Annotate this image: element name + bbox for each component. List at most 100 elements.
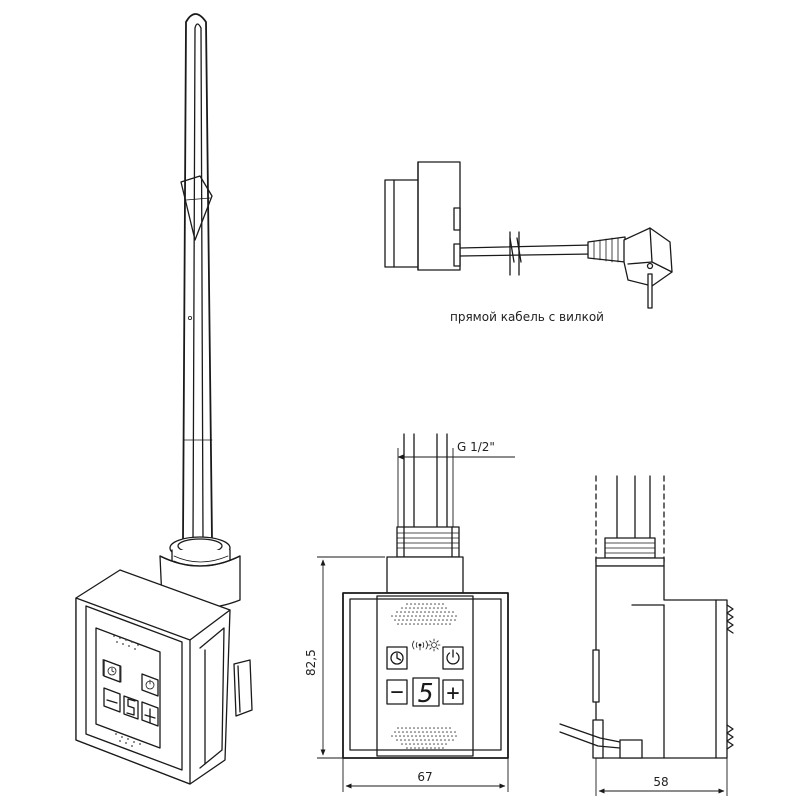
grille-dot [428, 611, 430, 613]
grille-dot [426, 747, 428, 749]
grille-dot [445, 727, 447, 729]
grille-dot [412, 739, 414, 741]
grille-dot [416, 739, 418, 741]
grille-dot [394, 731, 396, 733]
height-label: 82,5 [304, 649, 318, 676]
side-rod [595, 475, 665, 566]
grille-dot [436, 611, 438, 613]
grille-dot [445, 607, 447, 609]
grille-dot [401, 727, 403, 729]
grille-dot [450, 731, 452, 733]
grille-dot [445, 743, 447, 745]
grille-dot [400, 739, 402, 741]
grille-dot [422, 747, 424, 749]
grille-dot [440, 739, 442, 741]
grille-dot [446, 619, 448, 621]
clock-button[interactable] [386, 646, 408, 670]
plus-label: + [446, 681, 459, 706]
grille-dot [397, 727, 399, 729]
grille-dot [448, 739, 450, 741]
iso-minus-button [103, 687, 121, 713]
minus-button[interactable] [386, 679, 408, 705]
grille-dot [421, 607, 423, 609]
grille-dot [422, 603, 424, 605]
grille-dot [415, 615, 417, 617]
grille-dot [452, 739, 454, 741]
front-neck [386, 556, 464, 594]
speaker-grille-top [391, 603, 457, 625]
grille-dot [439, 735, 441, 737]
cable-view: прямой кабель с вилкой [384, 161, 673, 324]
grille-dot [409, 607, 411, 609]
digit-value: 5 [418, 679, 434, 709]
iso-plus-button [141, 701, 159, 727]
power-button[interactable] [442, 646, 464, 670]
grille-dot [438, 603, 440, 605]
grille-dot [413, 743, 415, 745]
grille-dot [435, 735, 437, 737]
power-icon [446, 649, 460, 665]
grille-dot [446, 731, 448, 733]
width-dimension: 67 [342, 758, 509, 792]
grille-dot [445, 623, 447, 625]
grille-dot [429, 607, 431, 609]
iso-speaker-grille-bottom [115, 733, 141, 747]
grille-dot [418, 603, 420, 605]
grille-dot [454, 619, 456, 621]
grille-dot [454, 731, 456, 733]
grille-dot [438, 731, 440, 733]
grille-dot [405, 743, 407, 745]
grille-dot [426, 603, 428, 605]
grille-dot [434, 731, 436, 733]
side-view: 58 [559, 475, 734, 796]
grille-dot [410, 603, 412, 605]
grille-dot [406, 731, 408, 733]
side-cable [559, 723, 643, 759]
grille-dot [432, 611, 434, 613]
grille-dot [443, 615, 445, 617]
grille-dot [441, 607, 443, 609]
grille-dot [437, 727, 439, 729]
grille-dot [435, 615, 437, 617]
cable-caption: прямой кабель с вилкой [450, 310, 604, 324]
grille-dot [395, 735, 397, 737]
grille-dot [406, 747, 408, 749]
grille-dot [410, 619, 412, 621]
grille-dot [404, 611, 406, 613]
grille-dot [419, 615, 421, 617]
grille-dot [405, 727, 407, 729]
grille-dot [442, 603, 444, 605]
grille-dot [409, 623, 411, 625]
grille-dot [439, 615, 441, 617]
grille-dot [442, 619, 444, 621]
grille-dot [434, 603, 436, 605]
grille-dot [426, 619, 428, 621]
thread-size-label: G 1/2" [457, 440, 495, 454]
plus-button[interactable] [442, 679, 464, 705]
grille-dot [402, 619, 404, 621]
grille-dot [442, 731, 444, 733]
grille-dot [399, 615, 401, 617]
grille-dot [424, 611, 426, 613]
grille-dot [410, 747, 412, 749]
grille-dot [407, 735, 409, 737]
grille-dot [441, 743, 443, 745]
width-label: 67 [417, 770, 432, 784]
grille-dot [410, 731, 412, 733]
grille-dot [409, 743, 411, 745]
grille-dot [434, 747, 436, 749]
grille-dot [414, 747, 416, 749]
grille-dot [394, 619, 396, 621]
grille-dot [423, 735, 425, 737]
grille-dot [449, 727, 451, 729]
grille-dot [411, 735, 413, 737]
grille-dot [416, 611, 418, 613]
grille-dot [391, 735, 393, 737]
grille-dot [401, 743, 403, 745]
grille-dot [429, 623, 431, 625]
front-thread [396, 526, 460, 558]
grille-dot [406, 619, 408, 621]
grille-dot [444, 739, 446, 741]
grille-dot [427, 615, 429, 617]
